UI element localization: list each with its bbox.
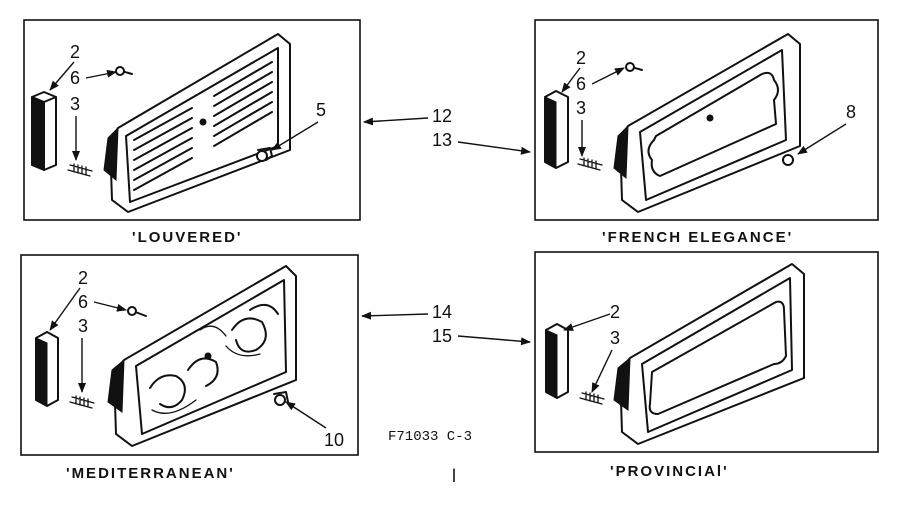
callout-3: 3 [576, 98, 586, 118]
knob-part [273, 391, 289, 406]
panel-french-elegance: 2 6 3 8 'FRENCH ELEGANCE' [534, 19, 879, 246]
callout-3: 3 [78, 316, 88, 336]
pin-part [115, 66, 133, 76]
panel-louvered-frame [23, 19, 361, 221]
panel-provincial: 2 3 'PROVINCIAl' [534, 251, 879, 480]
end-cap-part [544, 90, 569, 169]
screw-part [579, 391, 605, 405]
caption-louvered: 'LOUVERED' [132, 229, 242, 246]
provincial-grille [613, 263, 805, 445]
callout-2: 2 [576, 48, 586, 68]
pin-part [625, 62, 643, 72]
knob-part [782, 154, 794, 166]
screw-part [577, 157, 603, 171]
callout-3: 3 [610, 328, 620, 348]
callout-5: 5 [316, 100, 326, 120]
end-cap-part [35, 331, 59, 407]
callout-6: 6 [78, 292, 88, 312]
page-mark: l [452, 466, 456, 486]
ref-14: 14 [432, 302, 452, 322]
callout-3: 3 [70, 94, 80, 114]
french-elegance-grille [613, 33, 801, 213]
callout-6: 6 [70, 68, 80, 88]
panel-mediterranean: 2 6 3 10 'MEDITERRANEAN' [20, 254, 359, 482]
callout-2: 2 [610, 302, 620, 322]
screw-part [67, 163, 93, 177]
center-references: 12 13 14 15 [361, 106, 531, 346]
ref-13: 13 [432, 130, 452, 150]
callout-2: 2 [70, 42, 80, 62]
figure-code: F71033 C-3 [388, 429, 472, 445]
caption-mediterranean: 'MEDITERRANEAN' [66, 465, 235, 482]
panel-mediterranean-frame [20, 254, 359, 456]
pin-part [127, 306, 147, 317]
callout-10: 10 [324, 430, 344, 450]
caption-provincial: 'PROVINCIAl' [610, 463, 729, 480]
callout-2: 2 [78, 268, 88, 288]
screw-part [69, 395, 95, 409]
ref-12: 12 [432, 106, 452, 126]
callout-8: 8 [846, 102, 856, 122]
panel-louvered: 2 6 3 5 'LOUVERED' [23, 19, 361, 246]
panel-french-elegance-frame [534, 19, 879, 221]
callout-6: 6 [576, 74, 586, 94]
end-cap-part [31, 91, 57, 171]
panel-provincial-frame [534, 251, 879, 453]
mediterranean-grille [107, 265, 297, 447]
end-cap-part [545, 323, 569, 399]
knob-part [256, 147, 273, 162]
louvered-grille [103, 33, 291, 213]
ref-15: 15 [432, 326, 452, 346]
caption-french-elegance: 'FRENCH ELEGANCE' [602, 229, 793, 246]
